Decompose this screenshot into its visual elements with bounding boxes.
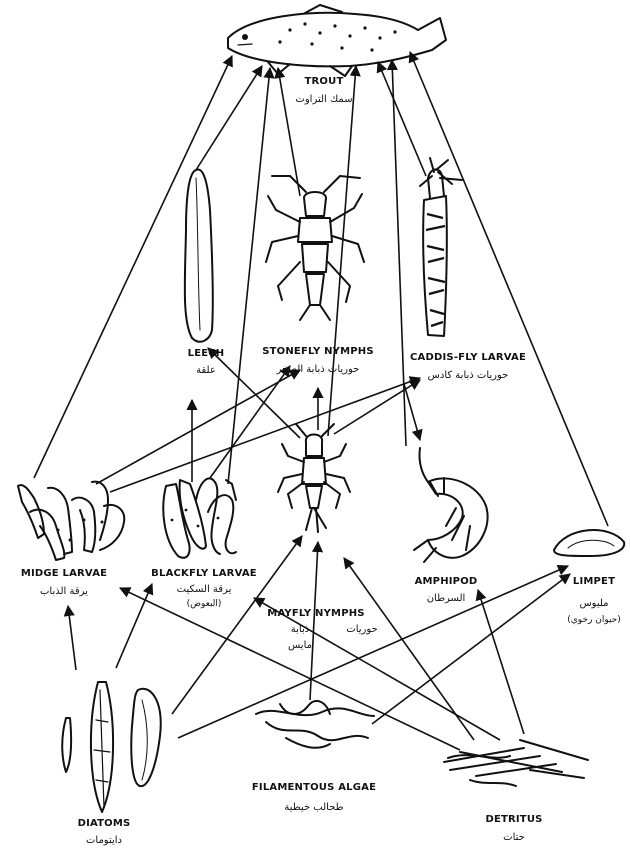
mayfly-label-ar3: مايس [288,640,312,651]
detritus-icon [444,740,588,786]
mayfly-label-en: MAYFLY NYMPHS [267,608,364,619]
arrow-mayfly-to-caddis [334,380,420,434]
trout-fish-icon [228,5,446,76]
diatoms-label-ar: دايتومات [86,835,122,846]
midge-larvae-icon [18,482,124,560]
node-label-amphipod: AMPHIPOD السرطان [415,576,478,604]
amphipod-label-ar: السرطان [427,593,466,604]
arrow-mayfly-to-leech [208,348,300,438]
node-label-midge: MIDGE LARVAE يرقة الذباب [21,568,107,597]
detritus-label-ar: حتات [503,832,525,843]
diatoms-icon [62,682,160,812]
node-label-blackfly: BLACKFLY LARVAE يرقة السكيت (البعوض) [151,568,257,609]
caddis-label-ar: حوريات ذبابة كادس [428,370,509,381]
leech-icon [185,169,213,341]
arrow-diatoms-to-midge [68,606,76,670]
diatoms-label-en: DIATOMS [78,818,131,829]
amphipod-icon [414,448,488,562]
node-label-mayfly: MAYFLY NYMPHS حوريات ذبابة مايس [267,608,377,651]
amphipod-label-en: AMPHIPOD [415,576,478,587]
algae-label-en: FILAMENTOUS ALGAE [252,782,376,793]
arrow-leech-to-trout [196,66,262,170]
arrow-detritus-to-amphipod [478,590,524,734]
arrow-midge-to-stonefly [96,370,300,484]
leech-label-en: LEECH [188,348,225,359]
arrow-diatoms-to-limpet [178,566,568,738]
arrow-mayfly-to-trout [328,66,356,436]
trout-label-en: TROUT [305,76,344,87]
node-label-detritus: DETRITUS حتات [485,814,542,843]
leech-label-ar: علقة [196,365,216,376]
arrow-midge-to-caddis [110,378,420,492]
blackfly-label-ar-sub: (البعوض) [187,599,222,609]
node-label-leech: LEECH علقة [188,348,225,376]
food-web-arrows [34,52,608,750]
limpet-label-ar-sub: (حيوان رخوي) [567,615,621,625]
midge-label-ar: يرقة الذباب [40,586,88,597]
arrow-blackfly-to-trout [228,68,270,484]
midge-label-en: MIDGE LARVAE [21,568,107,579]
mayfly-label-ar2: ذبابة [291,624,309,635]
node-label-limpet: LIMPET مليوس (حيوان رخوي) [567,576,621,625]
stonefly-label-en: STONEFLY NYMPHS [262,346,374,357]
blackfly-label-ar: يرقة السكيت [177,584,232,595]
arrow-algae-to-limpet [372,574,570,724]
node-label-algae: FILAMENTOUS ALGAE طحالب خيطية [252,782,376,813]
stonefly-label-ar: حوريات ذبابة الصخر [276,364,360,375]
limpet-label-en: LIMPET [573,576,615,587]
blackfly-label-en: BLACKFLY LARVAE [151,568,257,579]
blackfly-larvae-icon [163,478,236,557]
caddis-label-en: CADDIS-FLY LARVAE [410,352,526,363]
mayfly-label-ar: حوريات [346,624,377,635]
filamentous-algae-icon [256,701,374,748]
mayfly-nymph-icon [278,424,350,532]
arrow-diatoms-to-mayfly [172,536,302,714]
node-label-stonefly: STONEFLY NYMPHS حوريات ذبابة الصخر [262,346,374,375]
arrow-diatoms-to-blackfly [116,584,152,668]
stonefly-nymph-icon [266,176,364,320]
algae-label-ar: طحالب خيطية [284,802,343,813]
arrow-limpet-to-trout [410,52,608,526]
node-label-diatoms: DIATOMS دايتومات [78,818,131,846]
trout-label-ar: سمك التراوت [295,94,352,105]
detritus-label-en: DETRITUS [485,814,542,825]
node-label-trout: TROUT سمك التراوت [295,76,352,105]
node-label-caddis: CADDIS-FLY LARVAE حوريات ذبابة كادس [410,352,526,381]
limpet-label-ar: مليوس [579,598,608,609]
arrow-caddis-to-amphipod [404,384,420,440]
caddisfly-larva-icon [420,158,462,336]
arrow-caddis-to-trout [378,62,426,176]
arrow-midge-to-trout [34,56,232,478]
limpet-icon [554,530,624,556]
